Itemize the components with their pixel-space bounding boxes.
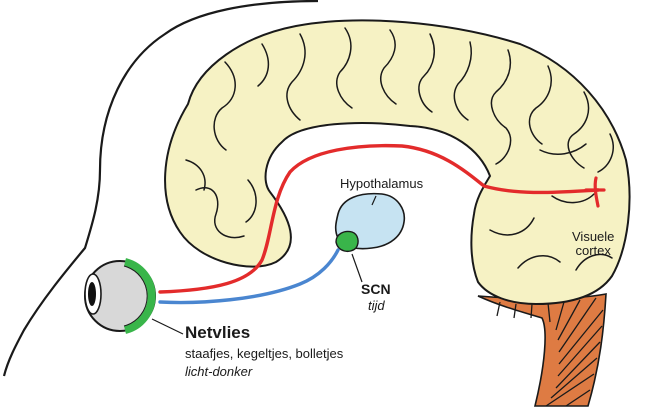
label-hypothalamus: Hypothalamus — [340, 177, 423, 191]
scn-pointer — [352, 254, 362, 282]
label-scn-time: tijd — [368, 299, 385, 313]
eye — [85, 261, 155, 331]
label-scn: SCN — [361, 282, 391, 297]
scn-nucleus — [336, 231, 358, 251]
label-retina-cells: staafjes, kegeltjes, bolletjes — [185, 347, 343, 361]
label-visual-cortex-line2: cortex — [572, 244, 614, 258]
pupil — [88, 282, 96, 306]
retina-pointer — [152, 319, 183, 334]
label-retina: Netvlies — [185, 324, 250, 343]
label-visual-cortex: Visuele cortex — [572, 230, 614, 259]
label-visual-cortex-line1: Visuele — [572, 230, 614, 244]
label-retina-function: licht-donker — [185, 365, 252, 379]
